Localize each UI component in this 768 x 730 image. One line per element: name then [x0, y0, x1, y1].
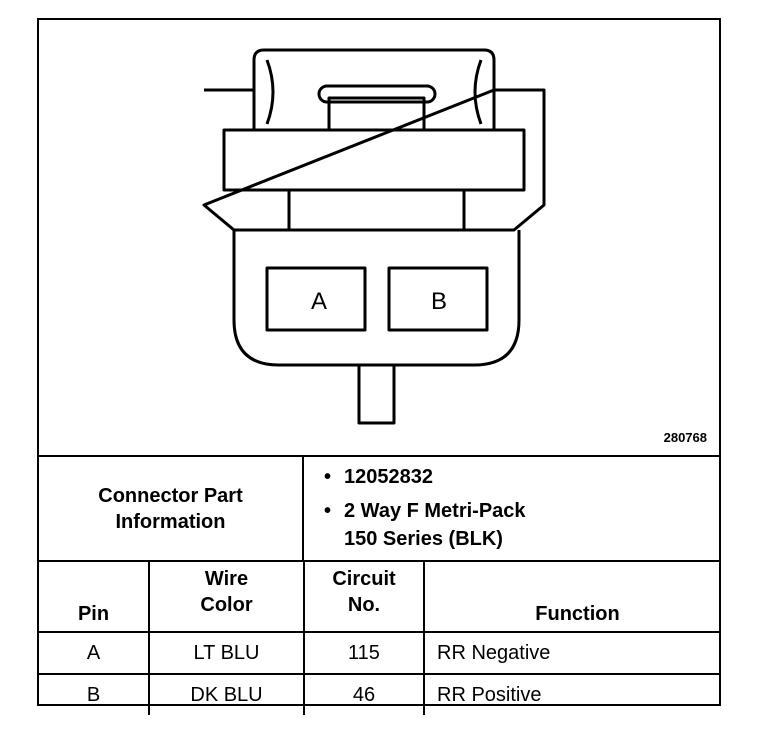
connector-diagram: A B 280768	[39, 20, 719, 457]
cavity-b	[387, 266, 489, 332]
tab-right-curve	[473, 59, 483, 125]
bullet-icon: •	[324, 466, 332, 488]
cell-function: RR Positive	[423, 673, 719, 715]
locking-tab	[252, 48, 496, 132]
figure-id: 280768	[663, 430, 707, 445]
info-label: Connector Part Information	[39, 457, 304, 560]
cell-circuit: 115	[303, 631, 425, 675]
header-circuit: Circuit No.	[303, 562, 425, 633]
header-pin: Pin	[39, 562, 150, 633]
info-item-type: • 2 Way F Metri-Pack	[324, 497, 526, 525]
tab-left-curve	[265, 59, 275, 125]
connector-drawing: A B	[202, 48, 546, 425]
tab-slot	[317, 84, 437, 104]
upper-body-inner	[222, 128, 526, 192]
bullet-icon: •	[324, 500, 332, 522]
cell-circuit: 46	[303, 673, 425, 715]
table-row: B DK BLU 46 RR Positive	[39, 673, 719, 715]
info-list: • 12052832 • 2 Way F Metri-Pack 150 Seri…	[304, 457, 719, 560]
connector-frame: A B 280768 Connector Part Information • …	[37, 18, 721, 715]
connector-part-info: Connector Part Information • 12052832 • …	[39, 457, 719, 562]
cell-pin: A	[39, 631, 150, 675]
pin-table: Pin Wire Color Circuit No. Function A LT…	[39, 562, 719, 715]
pin-table-header: Pin Wire Color Circuit No. Function	[39, 562, 719, 633]
header-wire-color: Wire Color	[148, 562, 305, 633]
pin-label-a: A	[311, 288, 327, 315]
wire-lead	[357, 365, 396, 425]
header-function: Function	[423, 562, 719, 633]
cell-function: RR Negative	[423, 631, 719, 675]
upper-body	[202, 88, 546, 232]
pin-label-b: B	[431, 288, 447, 315]
info-item-part-number: • 12052832	[324, 463, 433, 491]
info-item-series: 150 Series (BLK)	[344, 528, 503, 550]
lower-body	[232, 230, 521, 367]
cell-wire-color: DK BLU	[148, 673, 305, 715]
cavity-a	[265, 266, 367, 332]
table-row: A LT BLU 115 RR Negative	[39, 631, 719, 675]
cell-wire-color: LT BLU	[148, 631, 305, 675]
cell-pin: B	[39, 673, 150, 715]
